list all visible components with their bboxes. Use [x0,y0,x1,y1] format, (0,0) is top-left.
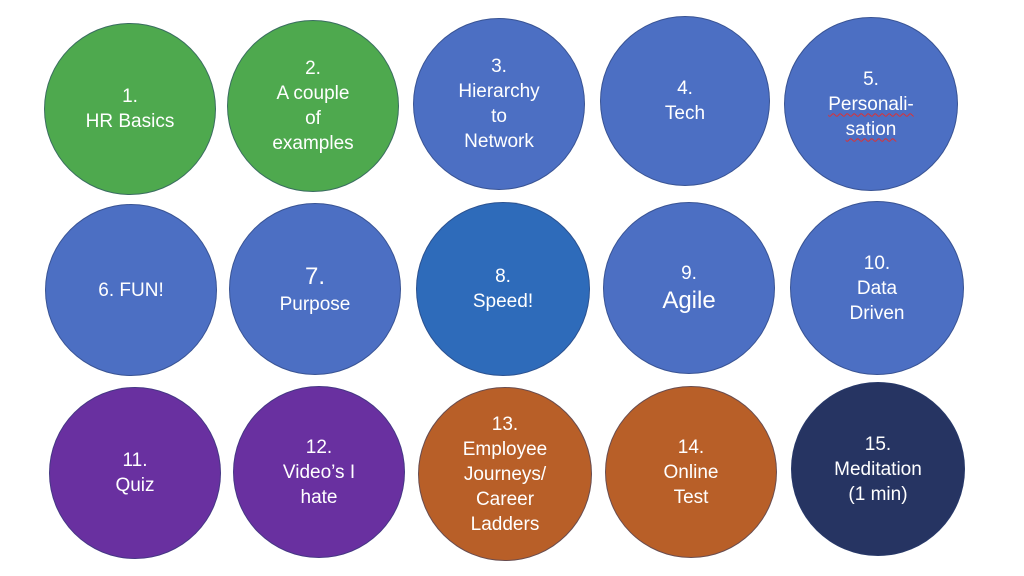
topic-label: 7. Purpose [280,262,351,317]
topic-line: 6. FUN! [98,279,164,301]
topic-line: 7. [304,262,325,290]
topic-line: (1 min) [848,483,908,505]
topic-line: sation [845,118,897,140]
topic-label: 8. Speed! [473,264,533,314]
topic-line: Tech [664,103,706,124]
topic-circle-2: 2. A couple of examples [227,20,399,192]
topic-circle-12: 12. Video’s I hate [233,386,405,558]
topic-label: 1. HR Basics [86,84,175,134]
topic-line: Network [464,131,534,152]
topic-line: Agile [662,286,716,314]
topic-circle-5: 5. Personali-sation [784,17,958,191]
topic-line: 4. [677,78,693,99]
topic-line: 11. [122,450,148,471]
topic-line: Online [663,461,719,483]
topic-circle-6: 6. FUN! [45,204,217,376]
topic-label: 15. Meditation (1 min) [834,432,922,507]
topic-line: 13. [491,413,519,435]
topic-line: 3. [491,56,507,77]
topic-circle-8: 8. Speed! [416,202,590,376]
topic-circle-11: 11. Quiz [49,387,221,559]
topic-line: Speed! [472,291,534,312]
topic-line: 9. [681,262,697,284]
topic-label: 12. Video’s I hate [283,435,355,510]
topic-label: 11. Quiz [115,448,154,498]
topic-line: 15. [864,433,892,455]
topic-line: Personali- [828,93,914,115]
topic-line: examples [272,133,354,154]
topic-line: 1. [122,86,138,107]
topic-line: Hierarchy [458,81,540,102]
topic-label: 4. Tech [665,76,705,126]
topic-line: Ladders [470,513,540,535]
topic-line: Career [475,488,535,510]
topic-circle-1: 1. HR Basics [44,23,216,195]
topic-line: 10. [863,252,891,274]
topic-label: 6. FUN! [98,278,163,303]
topic-circle-15: 15. Meditation (1 min) [791,382,965,556]
topic-line: Meditation [834,458,922,480]
topic-line: of [305,108,321,129]
topic-line: Employee [462,438,548,460]
topic-line: 8. [495,266,511,287]
topic-line: 5. [863,68,879,90]
topic-label: 5. Personali-sation [828,67,914,142]
topic-circle-9: 9.Agile [603,202,775,374]
topic-line: 12. [305,436,333,458]
topic-line: Test [673,486,709,508]
topic-circle-7: 7. Purpose [229,203,401,375]
topic-label: 9.Agile [662,261,715,316]
topic-line: Purpose [279,293,351,315]
topic-line: hate [300,486,338,508]
topic-line: Quiz [115,475,155,496]
topic-line: Driven [849,302,905,324]
topic-line: Video’s I [282,461,356,483]
topic-label: 2. A couple of examples [272,56,353,156]
topic-line: Data [856,277,898,299]
topic-line: A couple [276,83,350,104]
topic-line: 2. [305,58,321,79]
topic-line: HR Basics [85,111,175,132]
topic-line: to [491,106,507,127]
topic-line: Journeys/ [463,463,547,485]
topic-line: 14. [677,436,705,458]
topic-circle-4: 4. Tech [600,16,770,186]
